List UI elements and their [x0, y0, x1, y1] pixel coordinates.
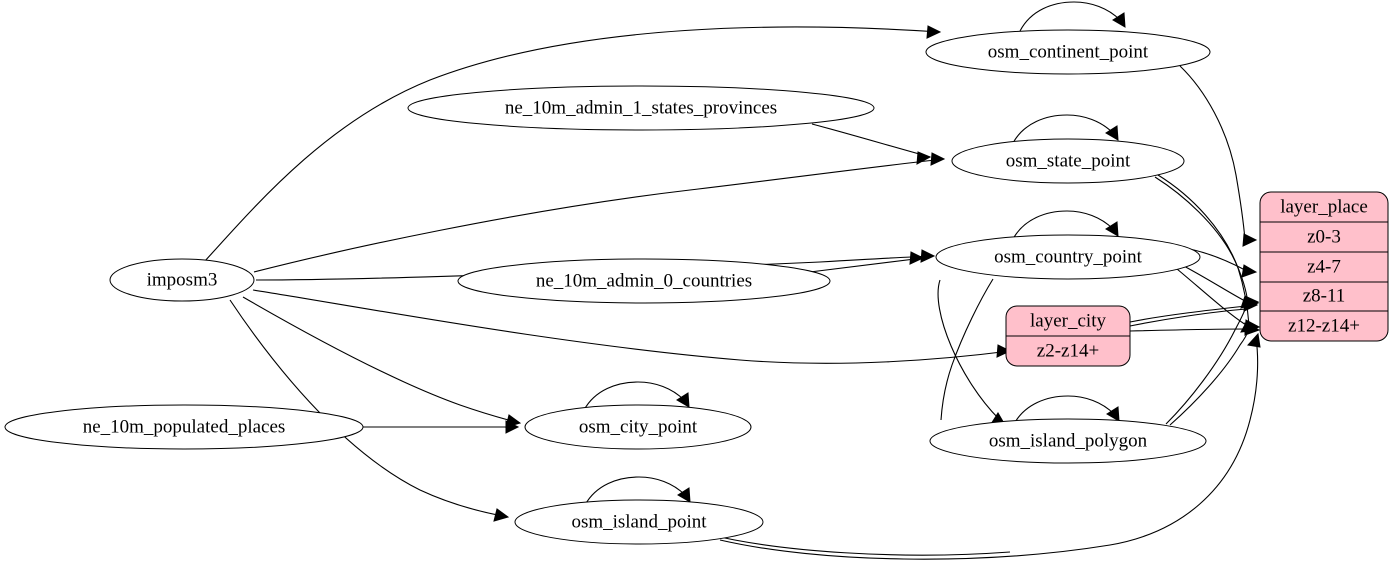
- record-layer_city-title: layer_city: [1030, 310, 1106, 331]
- node-imposm3-label: imposm3: [147, 269, 218, 290]
- node-ne_10m_admin_1_states_provinces[interactable]: ne_10m_admin_1_states_provinces: [407, 85, 875, 131]
- edge-osm_island_polygon-to-layer_place-z8_11: [1165, 296, 1260, 425]
- edge-osm_country_point-to-osm_island_polygon: [937, 278, 1006, 426]
- node-osm_island_polygon-label: osm_island_polygon: [989, 430, 1148, 451]
- edge-ne_populated-to-osm_city_point: [362, 420, 520, 434]
- record-layer_city[interactable]: layer_city z2-z14+: [1005, 305, 1131, 367]
- edge-osm_island_polygon-to-layer_place-z12_z14: [1169, 322, 1261, 426]
- node-osm_continent_point[interactable]: osm_continent_point: [925, 29, 1211, 75]
- edge-osm_continent_point-to-layer_place-z0_3: [1179, 65, 1258, 247]
- edge-imposm3-to-osm_island_point: [229, 299, 510, 522]
- node-ne_countries-label: ne_10m_admin_0_countries: [536, 270, 752, 291]
- edge-selfloop-osm_country_point: [1012, 210, 1119, 240]
- node-ne_10m_populated_places[interactable]: ne_10m_populated_places: [4, 404, 364, 450]
- record-layer_place-row-z4-7[interactable]: z4-7: [1307, 256, 1341, 277]
- node-ne_10m_admin_0_countries[interactable]: ne_10m_admin_0_countries: [457, 258, 831, 304]
- node-osm_island_polygon[interactable]: osm_island_polygon: [929, 418, 1207, 464]
- node-osm_city_point-label: osm_city_point: [579, 416, 698, 437]
- edge-imposm3-to-osm_state_point: [253, 152, 946, 273]
- edge-layer_city-to-layer_place-z8_11: [1129, 298, 1259, 323]
- edge-selfloop-osm_island_polygon: [1013, 395, 1120, 425]
- node-ne_states-label: ne_10m_admin_1_states_provinces: [505, 97, 777, 118]
- record-layer_place[interactable]: layer_place z0-3 z4-7 z8-11 z12-z14+: [1259, 191, 1389, 342]
- node-osm_state_point-label: osm_state_point: [1006, 150, 1131, 171]
- edge-selfloop-osm_state_point: [1012, 114, 1119, 144]
- edge-layer_city-to-layer_place-z8_11b: [1129, 308, 1247, 327]
- edge-ne_countries-to-osm_country_point: [809, 251, 925, 273]
- node-osm_country_point-label: osm_country_point: [994, 246, 1142, 267]
- node-osm_island_point[interactable]: osm_island_point: [514, 499, 764, 545]
- edge-osm_state_point-to-layer_place-z8_11: [1154, 176, 1260, 309]
- record-layer_place-row-z12-z14[interactable]: z12-z14+: [1288, 315, 1360, 336]
- node-osm_continent_point-label: osm_continent_point: [988, 41, 1149, 62]
- node-imposm3[interactable]: imposm3: [109, 258, 255, 302]
- edge-imposm3-to-layer_city: [252, 289, 1012, 364]
- edge-osm_island_point-to-layer_place-z12_z14: [706, 332, 1261, 560]
- node-osm_island_point-label: osm_island_point: [571, 511, 707, 532]
- edge-layer: [204, 1, 1261, 560]
- node-osm_country_point[interactable]: osm_country_point: [935, 234, 1201, 280]
- record-layer_place-row-z8-11[interactable]: z8-11: [1303, 285, 1346, 306]
- record-layer_place-row-z0-3[interactable]: z0-3: [1307, 226, 1341, 247]
- record-layer_place-title: layer_place: [1280, 196, 1368, 217]
- edge-selfloop-osm_continent_point: [1019, 1, 1126, 32]
- edge-imposm3-to-osm_continent_point: [204, 25, 942, 262]
- node-ne_populated-label: ne_10m_populated_places: [83, 416, 286, 437]
- node-osm_city_point[interactable]: osm_city_point: [524, 404, 752, 450]
- edge-selfloop-osm_city_point: [583, 381, 690, 411]
- edge-ne_states-to-osm_state_point: [811, 123, 932, 165]
- edge-selfloop-osm_island_point: [584, 476, 691, 506]
- node-osm_state_point[interactable]: osm_state_point: [951, 138, 1185, 184]
- edge-imposm3-to-osm_city_point: [242, 296, 522, 428]
- node-layer: imposm3 ne_10m_admin_1_states_provinces …: [4, 29, 1389, 545]
- record-layer_city-row-z2-z14[interactable]: z2-z14+: [1037, 340, 1099, 361]
